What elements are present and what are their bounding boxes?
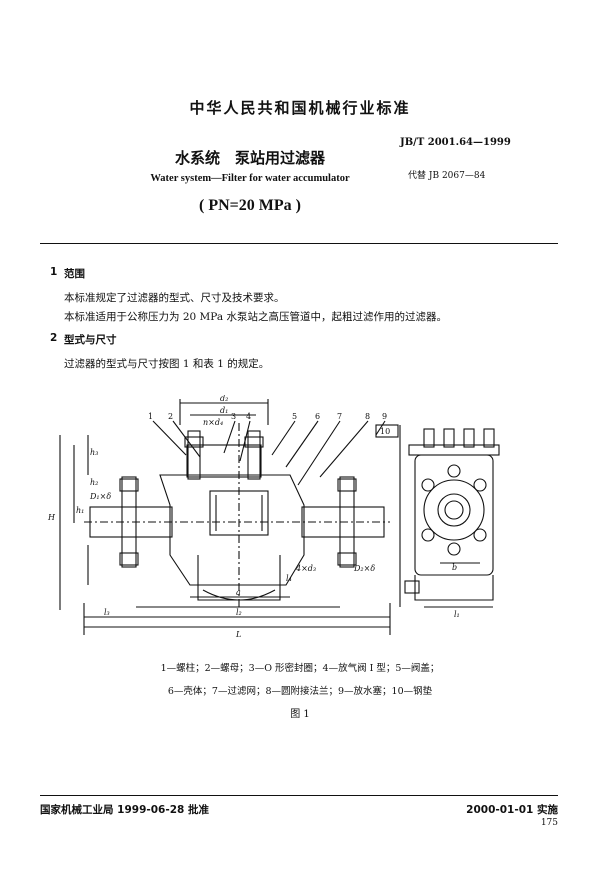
section-1-paragraph-2: 本标准适用于公称压力为 20 MPa 水泵站之高压管道中，起粗过滤作用的过滤器。 <box>64 311 447 323</box>
implementation-date: 2000-01-01 实施 <box>466 804 558 816</box>
part-number-8: 8 <box>365 412 370 421</box>
header-rule <box>40 243 558 244</box>
part-number-5: 5 <box>292 412 297 421</box>
dim-b: b <box>452 563 457 572</box>
section-2-number: 2 <box>50 332 58 344</box>
dim-L: L <box>235 630 241 639</box>
dim-4-d3: 4×d₃ <box>295 564 316 573</box>
dim-l1: l₁ <box>454 610 460 619</box>
part-number-4: 4 <box>246 412 251 421</box>
issuing-organization: 中华人民共和国机械行业标准 <box>189 99 411 117</box>
dim-H: H <box>47 513 56 522</box>
part-number-1: 1 <box>148 412 153 421</box>
part-number-7: 7 <box>337 412 342 421</box>
dim-a: a <box>236 588 241 597</box>
dim-l2: l₂ <box>236 608 242 617</box>
section-2-title: 型式与尺寸 <box>64 334 117 346</box>
approval-statement: 国家机械工业局 1999-06-28 批准 <box>40 804 209 816</box>
section-1-number: 1 <box>50 266 58 278</box>
dim-h2: h₂ <box>90 478 98 487</box>
footer-rule <box>40 795 558 796</box>
title-chinese: 水系统 泵站用过滤器 <box>174 149 325 167</box>
part-number-9: 9 <box>382 412 387 421</box>
replaces-standard: 代替 JB 2067—84 <box>408 171 486 181</box>
nominal-pressure: ( PN=20 MPa ) <box>199 197 301 214</box>
page-number: 175 <box>540 818 558 828</box>
part-number-3: 3 <box>231 412 236 421</box>
figure-1-drawing: 1 2 3 4 5 6 7 8 9 10 d₂ d₁ n×d₄ h₃ h₂ h₁… <box>47 395 500 639</box>
part-number-2: 2 <box>168 412 173 421</box>
part-number-10: 10 <box>380 427 390 436</box>
dim-l4: l₄ <box>286 574 292 583</box>
dim-d2: d₂ <box>220 395 228 403</box>
figure-legend-line-2: 6—壳体；7—过滤网；8—圆附接法兰；9—放水塞；10—钢垫 <box>167 686 433 697</box>
section-1-paragraph-1: 本标准规定了过滤器的型式、尺寸及技术要求。 <box>64 292 285 304</box>
section-1-title: 范围 <box>64 268 85 280</box>
figure-caption: 图 1 <box>290 709 310 720</box>
part-number-6: 6 <box>315 412 320 421</box>
title-english: Water system—Filter for water accumulato… <box>150 173 350 184</box>
dim-h1: h₁ <box>76 506 84 515</box>
dim-n-d4: n×d₄ <box>203 418 223 427</box>
dim-D2-delta: D₂×δ <box>353 564 375 573</box>
dim-D1-delta: D₁×δ <box>89 492 111 501</box>
dim-d1: d₁ <box>220 406 228 415</box>
dim-l3: l₃ <box>104 608 110 617</box>
figure-legend-line-1: 1—螺柱；2—螺母；3—O 形密封圈；4—放气阀 I 型；5—阀盖； <box>160 663 440 674</box>
standard-code: JB/T 2001.64—1999 <box>400 137 511 148</box>
section-2-paragraph-1: 过滤器的型式与尺寸按图 1 和表 1 的规定。 <box>64 358 270 370</box>
dim-h3: h₃ <box>90 448 98 457</box>
